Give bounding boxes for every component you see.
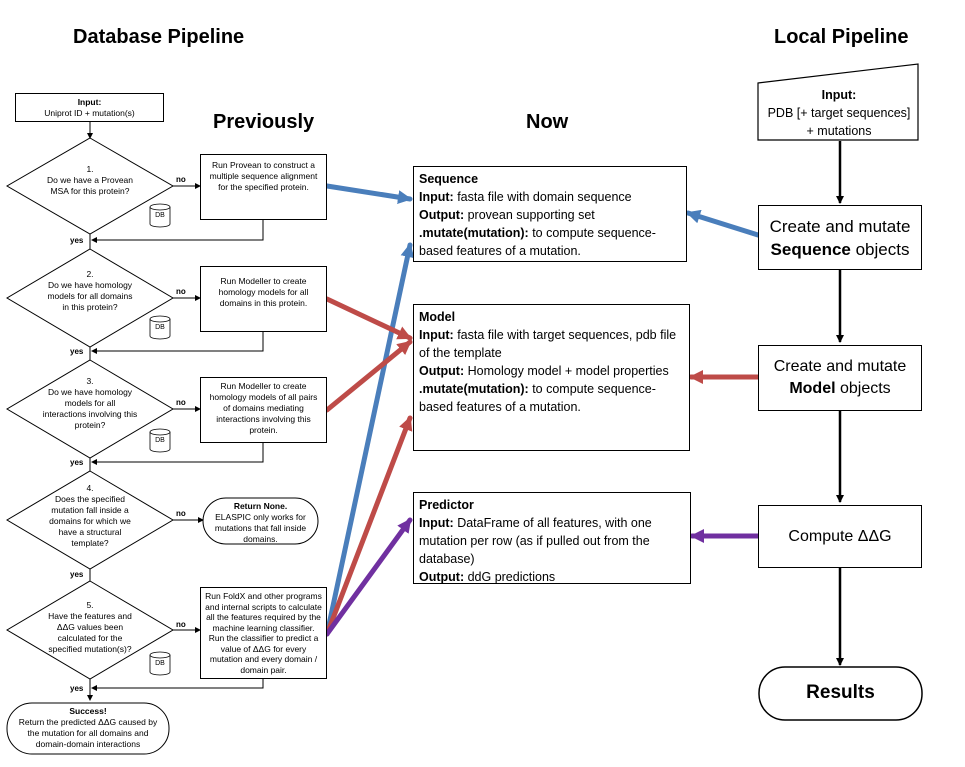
sequence-output-value: provean supporting set	[464, 208, 595, 222]
db-cylinder-1	[149, 203, 171, 228]
create-sequence-line1: Create and mutate	[769, 216, 911, 236]
sequence-method-value: to compute sequence-based features of a …	[419, 226, 656, 258]
previously-heading: Previously	[213, 111, 315, 133]
decision-diamond-4	[6, 470, 174, 570]
model-output-value: Homology model + model properties	[464, 364, 669, 378]
sequence-method-key: .mutate(mutation):	[419, 226, 529, 240]
action-box-foldx: Run FoldX and other programs and interna…	[200, 587, 327, 679]
question-3-text: Do we have homology models for all inter…	[42, 387, 138, 430]
question-1-text: Do we have a Provean MSA for this protei…	[47, 175, 133, 196]
decision-diamond-3	[6, 359, 174, 459]
question-2-number: 2.	[86, 269, 94, 279]
model-method-key: .mutate(mutation):	[419, 382, 529, 396]
db-cylinder-2	[149, 315, 171, 340]
yes-label-5: yes	[70, 684, 84, 693]
action-box-modeller-interactions: Run Modeller to create homology models o…	[200, 377, 327, 443]
no-label-5: no	[176, 620, 186, 629]
yes-label-3: yes	[70, 458, 84, 467]
success-box	[6, 702, 170, 755]
model-method-value: to compute sequence-based features of a …	[419, 382, 656, 414]
local-input-line1: PDB [+ target sequences]	[767, 106, 911, 120]
question-3: 3.Do we have homology models for all int…	[42, 376, 138, 431]
return-none-text: Return None. ELASPIC only works for muta…	[207, 501, 314, 545]
create-model-line1: Create and mutate	[773, 358, 907, 375]
database-pipeline-heading: Database Pipeline	[73, 26, 245, 48]
success-body: Return the predicted ΔΔG caused by the m…	[18, 717, 158, 749]
action-box-provean: Run Provean to construct a multiple sequ…	[200, 154, 327, 220]
local-input-title: Input:	[821, 88, 857, 102]
predictor-title: Predictor	[419, 498, 474, 512]
yes-label-2: yes	[70, 347, 84, 356]
now-heading: Now	[526, 111, 569, 133]
create-sequence-bold: Sequence	[770, 239, 851, 259]
return-none-title: Return None.	[233, 501, 288, 511]
question-1: 1.Do we have a Provean MSA for this prot…	[45, 164, 135, 197]
predictor-class-box: Predictor Input: DataFrame of all featur…	[413, 492, 691, 584]
question-4-text: Does the specified mutation fall inside …	[49, 494, 131, 548]
create-model-bold: Model	[789, 380, 836, 397]
predictor-output-value: ddG predictions	[464, 570, 556, 584]
model-output-key: Output:	[419, 364, 465, 378]
local-input-text: Input: PDB [+ target sequences] + mutati…	[760, 86, 918, 140]
compute-ddg-box: Compute ΔΔG	[758, 505, 922, 568]
return-none-body: ELASPIC only works for mutations that fa…	[214, 512, 307, 544]
predictor-input-value: DataFrame of all features, with one muta…	[419, 516, 652, 566]
results-box	[758, 666, 923, 721]
model-class-box: Model Input: fasta file with target sequ…	[413, 304, 690, 451]
question-3-number: 3.	[86, 376, 94, 386]
db-input-title: Input:	[77, 97, 102, 107]
create-model-suffix: objects	[835, 380, 891, 397]
db-label-3: DB	[155, 437, 165, 444]
question-4-number: 4.	[86, 483, 94, 493]
decision-diamond-5	[6, 580, 174, 680]
local-input-line2: + mutations	[806, 124, 872, 138]
yes-label-1: yes	[70, 236, 84, 245]
question-2: 2.Do we have homology models for all dom…	[45, 269, 135, 313]
db-cylinder-3	[149, 428, 171, 453]
db-label-2: DB	[155, 324, 165, 331]
model-input-key: Input:	[419, 328, 454, 342]
create-model-box: Create and mutate Model objects	[758, 345, 922, 411]
results-text: Results	[806, 682, 875, 703]
success-text: Success! Return the predicted ΔΔG caused…	[15, 706, 161, 750]
local-pipeline-heading: Local Pipeline	[774, 26, 909, 48]
sequence-input-key: Input:	[419, 190, 454, 204]
no-label-4: no	[176, 509, 186, 518]
question-4: 4.Does the specified mutation fall insid…	[40, 483, 140, 549]
db-input-box: Input: Uniprot ID + mutation(s)	[15, 93, 164, 122]
create-sequence-suffix: objects	[850, 239, 910, 259]
question-5-text: Have the features and ΔΔG values been ca…	[48, 611, 132, 654]
question-2-text: Do we have homology models for all domai…	[47, 280, 133, 312]
db-cylinder-5	[149, 651, 171, 676]
question-5: 5.Have the features and ΔΔG values been …	[40, 600, 140, 655]
sequence-output-key: Output:	[419, 208, 465, 222]
local-input-box	[757, 63, 919, 141]
model-input-value: fasta file with target sequences, pdb fi…	[419, 328, 677, 360]
yes-label-4: yes	[70, 570, 84, 579]
return-none-box	[202, 497, 319, 545]
decision-diamond-1	[6, 137, 174, 235]
model-title: Model	[419, 310, 456, 324]
sequence-input-value: fasta file with domain sequence	[453, 190, 632, 204]
sequence-title: Sequence	[419, 172, 479, 186]
predictor-output-key: Output:	[419, 570, 465, 584]
create-sequence-box: Create and mutate Sequence objects	[758, 205, 922, 270]
predictor-input-key: Input:	[419, 516, 454, 530]
db-label-5: DB	[155, 660, 165, 667]
sequence-class-box: Sequence Input: fasta file with domain s…	[413, 166, 687, 262]
success-title: Success!	[69, 706, 107, 716]
no-label-2: no	[176, 287, 186, 296]
no-label-3: no	[176, 398, 186, 407]
db-input-text: Uniprot ID + mutation(s)	[44, 108, 135, 118]
no-label-1: no	[176, 175, 186, 184]
action-box-modeller-domains: Run Modeller to create homology models f…	[200, 266, 327, 332]
decision-diamond-2	[6, 248, 174, 348]
question-5-number: 5.	[86, 600, 94, 610]
db-label-1: DB	[155, 212, 165, 219]
question-1-number: 1.	[86, 164, 94, 174]
